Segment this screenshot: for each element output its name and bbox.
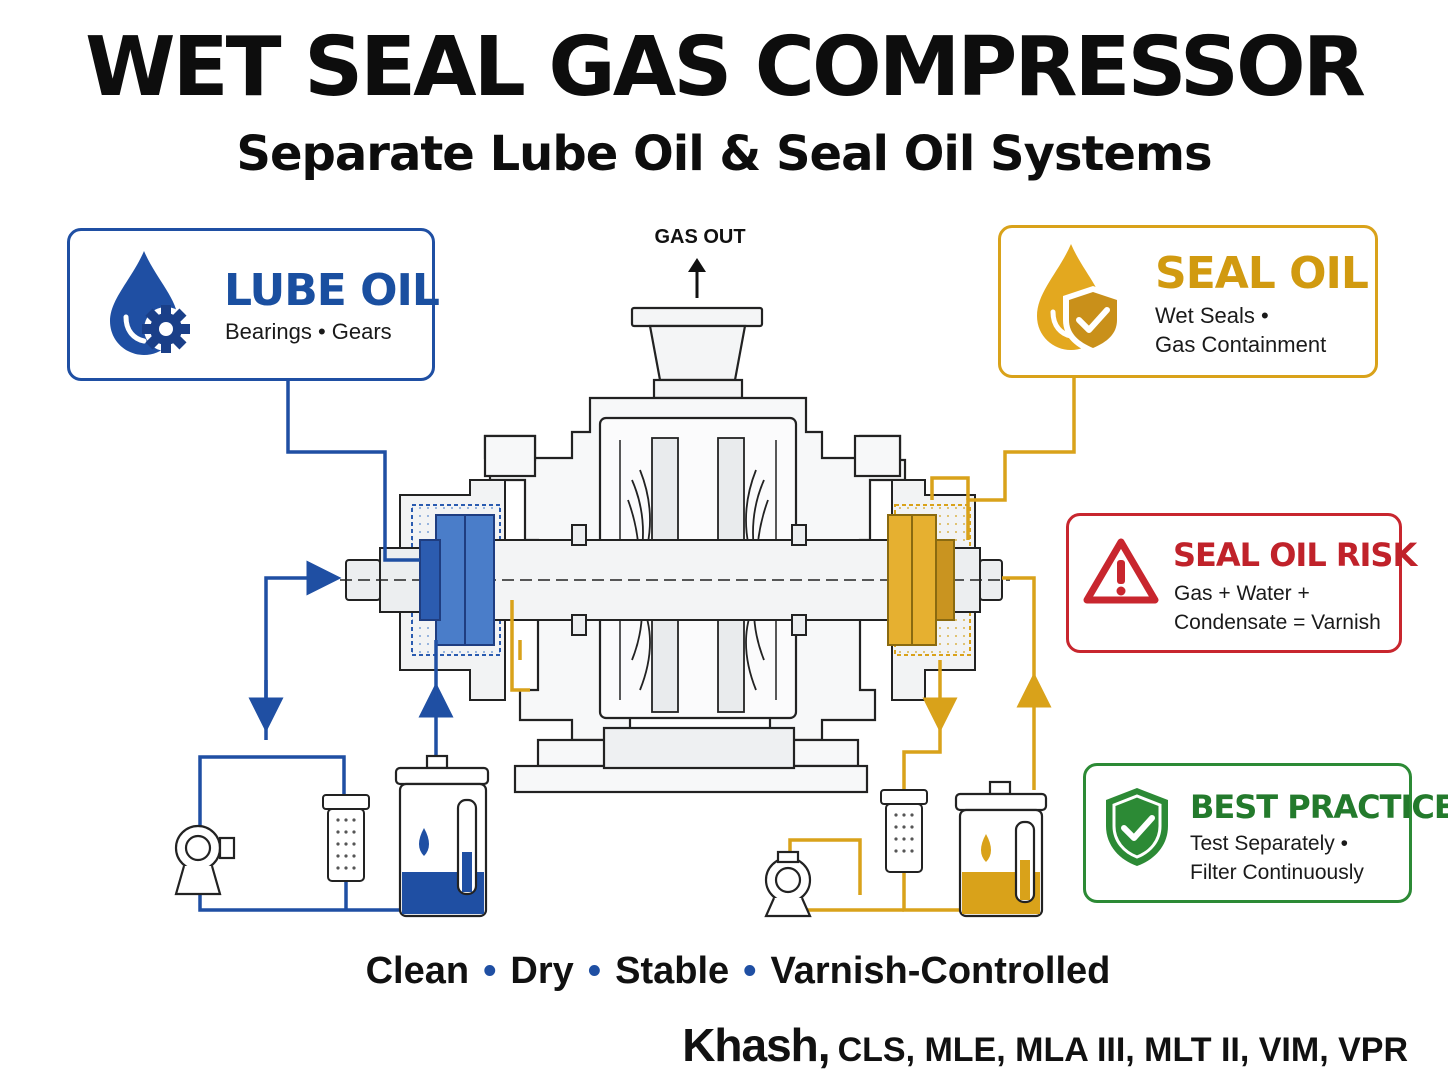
seal-oil-risk-line1: Gas + Water +: [1174, 582, 1310, 605]
best-practice-description: Test Separately • Filter Continuously: [1190, 829, 1364, 887]
seal-oil-wet-seal: [887, 514, 955, 646]
seal-oil-tank: [954, 780, 1048, 918]
author-signature: Khash,CLS, MLE, MLA III, MLT II, VIM, VP…: [682, 1018, 1408, 1072]
tagline-item-varnish-controlled: Varnish-Controlled: [770, 950, 1111, 992]
author-name: Khash,: [682, 1019, 830, 1071]
oil-drop-gear-icon: [110, 251, 190, 355]
author-credentials: CLS, MLE, MLA III, MLT II, VIM, VPR: [837, 1031, 1408, 1069]
seal-oil-pump: [764, 850, 812, 918]
lube-oil-bearing: [419, 514, 495, 646]
seal-oil-filter: [880, 789, 928, 873]
lube-oil-filter: [322, 794, 370, 882]
seal-oil-card: SEAL OIL Wet Seals • Gas Containment: [998, 225, 1378, 378]
best-practice-heading: BEST PRACTICE: [1190, 788, 1448, 826]
page-subtitle: Separate Lube Oil & Seal Oil Systems: [236, 126, 1212, 182]
warning-triangle-icon: [1083, 538, 1159, 604]
gas-out-arrow: [688, 258, 706, 298]
shield-check-icon: [1106, 788, 1168, 866]
gas-out-label: GAS OUT: [654, 226, 746, 248]
seal-oil-risk-heading: SEAL OIL RISK: [1173, 536, 1417, 574]
tagline: Clean • Dry • Stable • Varnish-Controlled: [0, 950, 1448, 993]
discharge-nozzle: [630, 306, 764, 400]
seal-oil-description: Wet Seals • Gas Containment: [1155, 301, 1326, 359]
best-practice-line2: Filter Continuously: [1190, 861, 1364, 884]
tagline-item-dry: Dry: [510, 950, 574, 992]
seal-oil-description-line2: Gas Containment: [1155, 332, 1327, 357]
lube-oil-pump: [174, 824, 236, 896]
best-practice-line1: Test Separately •: [1190, 832, 1348, 855]
tagline-separator: •: [483, 950, 497, 992]
seal-oil-description-line1: Wet Seals •: [1155, 303, 1269, 328]
seal-oil-risk-line2: Condensate = Varnish: [1174, 611, 1381, 634]
tagline-item-clean: Clean: [365, 950, 470, 992]
seal-oil-risk-card: SEAL OIL RISK Gas + Water + Condensate =…: [1066, 513, 1417, 653]
lube-oil-description: Bearings • Gears: [225, 319, 392, 344]
lube-oil-card: LUBE OIL Bearings • Gears: [67, 228, 440, 381]
seal-oil-risk-description: Gas + Water + Condensate = Varnish: [1174, 579, 1381, 637]
seal-oil-heading: SEAL OIL: [1155, 248, 1369, 299]
oil-drop-shield-icon: [1037, 244, 1123, 354]
tagline-separator: •: [587, 950, 602, 992]
lube-oil-heading: LUBE OIL: [224, 265, 440, 316]
best-practice-card: BEST PRACTICE Test Separately • Filter C…: [1083, 763, 1448, 903]
page-title: WET SEAL GAS COMPRESSOR: [85, 20, 1366, 115]
tagline-item-stable: Stable: [615, 950, 730, 992]
lube-oil-tank: [394, 754, 490, 918]
tagline-separator: •: [743, 950, 757, 992]
